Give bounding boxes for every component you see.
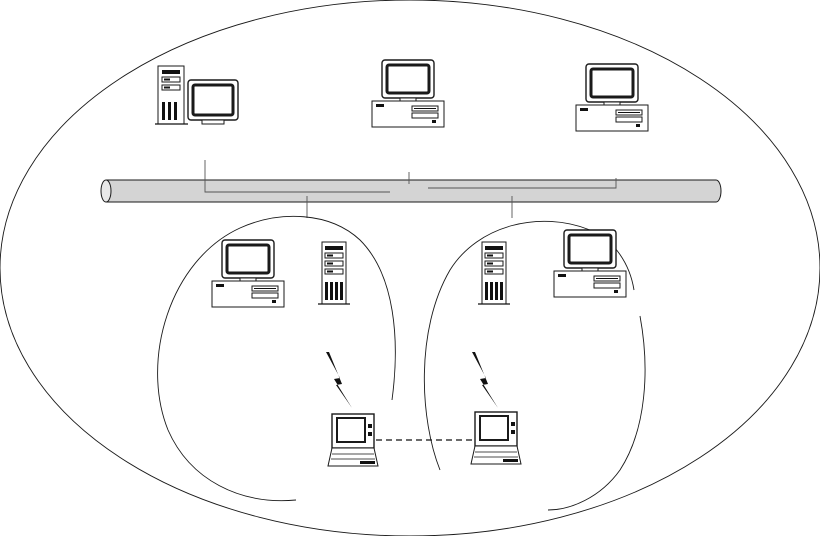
right-wireless-cell-lower bbox=[548, 316, 645, 510]
server-tower-icon bbox=[318, 242, 350, 304]
server-tower-icon bbox=[478, 242, 510, 304]
desktop-computer-icon bbox=[372, 60, 444, 127]
desktop-computer-icon bbox=[554, 230, 626, 297]
tower-with-monitor-icon bbox=[155, 66, 238, 124]
lightning-bolt-icon bbox=[472, 352, 498, 408]
desktop-computer-icon bbox=[576, 64, 648, 131]
backbone-cable bbox=[101, 180, 721, 202]
laptop-icon bbox=[328, 414, 378, 466]
laptop-icon bbox=[471, 412, 521, 464]
desktop-computer-icon bbox=[212, 240, 284, 307]
lightning-bolt-icon bbox=[326, 352, 352, 408]
